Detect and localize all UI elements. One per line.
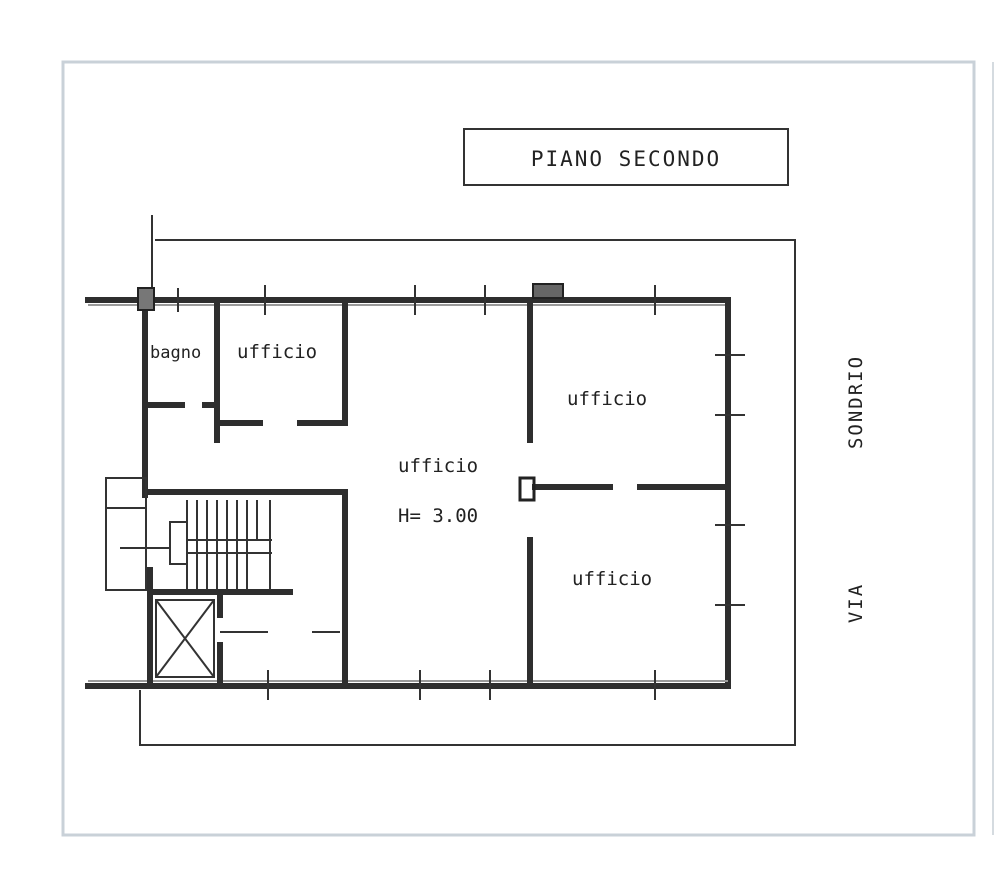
street-prefix: VIA bbox=[845, 583, 867, 623]
page-frame bbox=[61, 60, 976, 837]
room-label-ufficio-main: ufficio bbox=[398, 455, 478, 477]
title-box: PIANO SECONDO bbox=[463, 128, 789, 186]
room-label-ufficio-bottom-right: ufficio bbox=[572, 568, 652, 590]
room-height-label: H= 3.00 bbox=[398, 505, 478, 527]
plan-title: PIANO SECONDO bbox=[531, 147, 721, 171]
site-boundary bbox=[139, 215, 796, 746]
walls bbox=[85, 283, 731, 689]
stairs bbox=[105, 477, 272, 591]
elevator-shaft bbox=[155, 599, 340, 678]
room-label-ufficio-top-right: ufficio bbox=[567, 388, 647, 410]
street-name: SONDRIO bbox=[845, 355, 867, 449]
room-label-ufficio-small: ufficio bbox=[237, 341, 317, 363]
window-marks bbox=[177, 285, 745, 700]
room-label-bagno: bagno bbox=[150, 343, 201, 363]
